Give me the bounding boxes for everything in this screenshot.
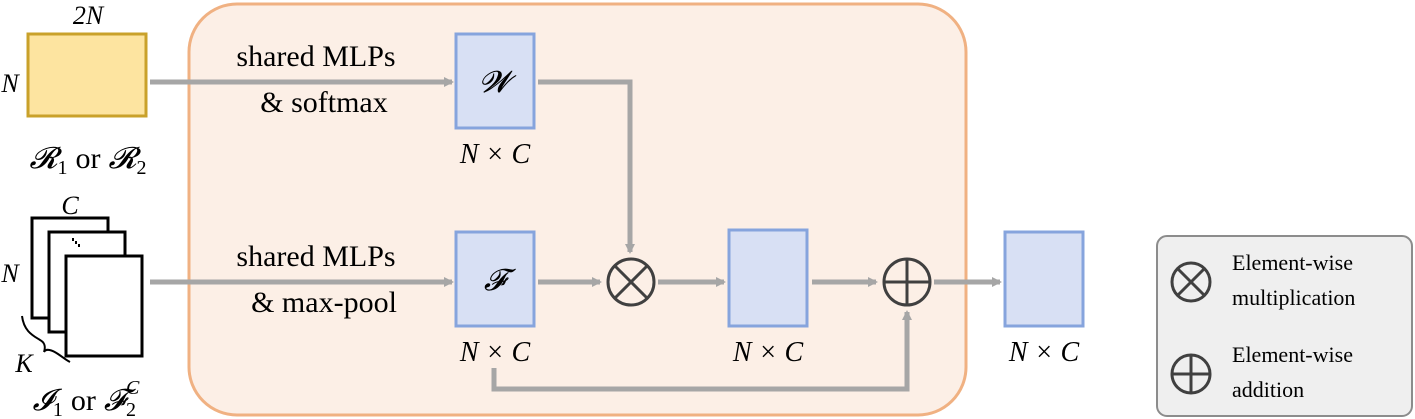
mlp-maxpool-label-line2: & max-pool bbox=[251, 286, 397, 319]
k-brace bbox=[21, 315, 71, 363]
feature-dim-label: N × C bbox=[459, 337, 531, 368]
mlp-maxpool-label-line1: shared MLPs bbox=[236, 240, 395, 273]
r2-symbol: 𝓡 bbox=[109, 142, 142, 175]
r-caption-or: or bbox=[76, 142, 101, 175]
legend-multiply-line2: multiplication bbox=[1232, 285, 1355, 310]
r1-subscript: 1 bbox=[58, 157, 68, 179]
feature-map-front bbox=[64, 254, 144, 358]
weight-block bbox=[454, 32, 536, 130]
output-dim-label: N × C bbox=[1008, 337, 1080, 368]
feature-block bbox=[454, 230, 536, 328]
f-caption-or: or bbox=[71, 384, 96, 417]
matrix-height-label: N bbox=[0, 69, 20, 98]
arrow-w-to-mult bbox=[538, 79, 635, 254]
r1-symbol: 𝓡 bbox=[29, 142, 62, 175]
legend-box bbox=[1156, 235, 1413, 417]
add-operator-icon bbox=[882, 257, 932, 307]
multiply-operator-icon bbox=[606, 257, 656, 307]
stack-ellipsis bbox=[72, 238, 80, 247]
f2c-superscript: C bbox=[126, 377, 140, 399]
feature-c-label: C bbox=[61, 191, 79, 220]
legend-add-line2: addition bbox=[1232, 377, 1304, 402]
feature-k-label: K bbox=[14, 349, 34, 378]
mlp-softmax-label-line1: shared MLPs bbox=[236, 40, 395, 73]
mlp-softmax-label-line2: & softmax bbox=[260, 86, 388, 119]
r2-subscript: 2 bbox=[137, 157, 147, 179]
relation-matrix bbox=[26, 32, 148, 118]
legend-multiply-icon bbox=[1170, 261, 1212, 303]
matrix-width-label: 2N bbox=[73, 1, 105, 30]
product-dim-label: N × C bbox=[732, 337, 804, 368]
arrows bbox=[150, 77, 1002, 392]
arrow-residual-skip bbox=[491, 310, 912, 392]
weight-dim-label: N × C bbox=[459, 139, 531, 170]
product-block bbox=[727, 228, 809, 328]
i1-subscript: 1 bbox=[53, 399, 63, 419]
legend-add-line1: Element-wise bbox=[1232, 342, 1353, 367]
feature-n-label: N bbox=[0, 259, 20, 288]
legend-multiply-line1: Element-wise bbox=[1232, 250, 1353, 275]
f2c-subscript: 2 bbox=[126, 399, 136, 419]
legend-add-icon bbox=[1170, 353, 1212, 395]
output-block bbox=[1003, 230, 1085, 328]
